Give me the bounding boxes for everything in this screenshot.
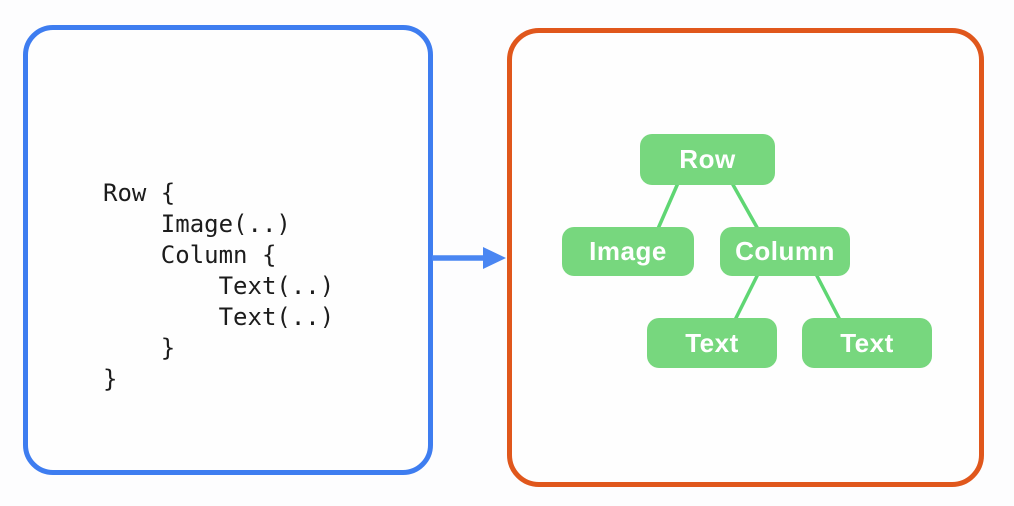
right-arrow-icon bbox=[432, 247, 506, 269]
node-row-label: Row bbox=[679, 144, 736, 174]
arrow-head bbox=[483, 247, 506, 269]
node-column: Column bbox=[720, 227, 850, 276]
compose-code: Row { Image(..) Column { Text(..) Text(.… bbox=[103, 179, 335, 393]
node-image: Image bbox=[562, 227, 694, 276]
code-panel: Row { Image(..) Column { Text(..) Text(.… bbox=[23, 25, 433, 475]
edge-row-column bbox=[730, 181, 761, 233]
node-text-right: Text bbox=[802, 318, 932, 368]
node-column-label: Column bbox=[735, 236, 835, 266]
node-row: Row bbox=[640, 134, 775, 185]
edge-column-text-right bbox=[814, 272, 843, 324]
node-text-left-label: Text bbox=[685, 327, 739, 358]
node-text-right-label: Text bbox=[840, 327, 894, 358]
edge-row-image bbox=[655, 181, 680, 233]
edge-column-text-left bbox=[732, 272, 760, 324]
node-text-left: Text bbox=[647, 318, 777, 368]
tree-panel: Row Image Column Text Text bbox=[507, 28, 984, 487]
tree-edges bbox=[655, 181, 843, 324]
node-image-label: Image bbox=[589, 236, 667, 266]
